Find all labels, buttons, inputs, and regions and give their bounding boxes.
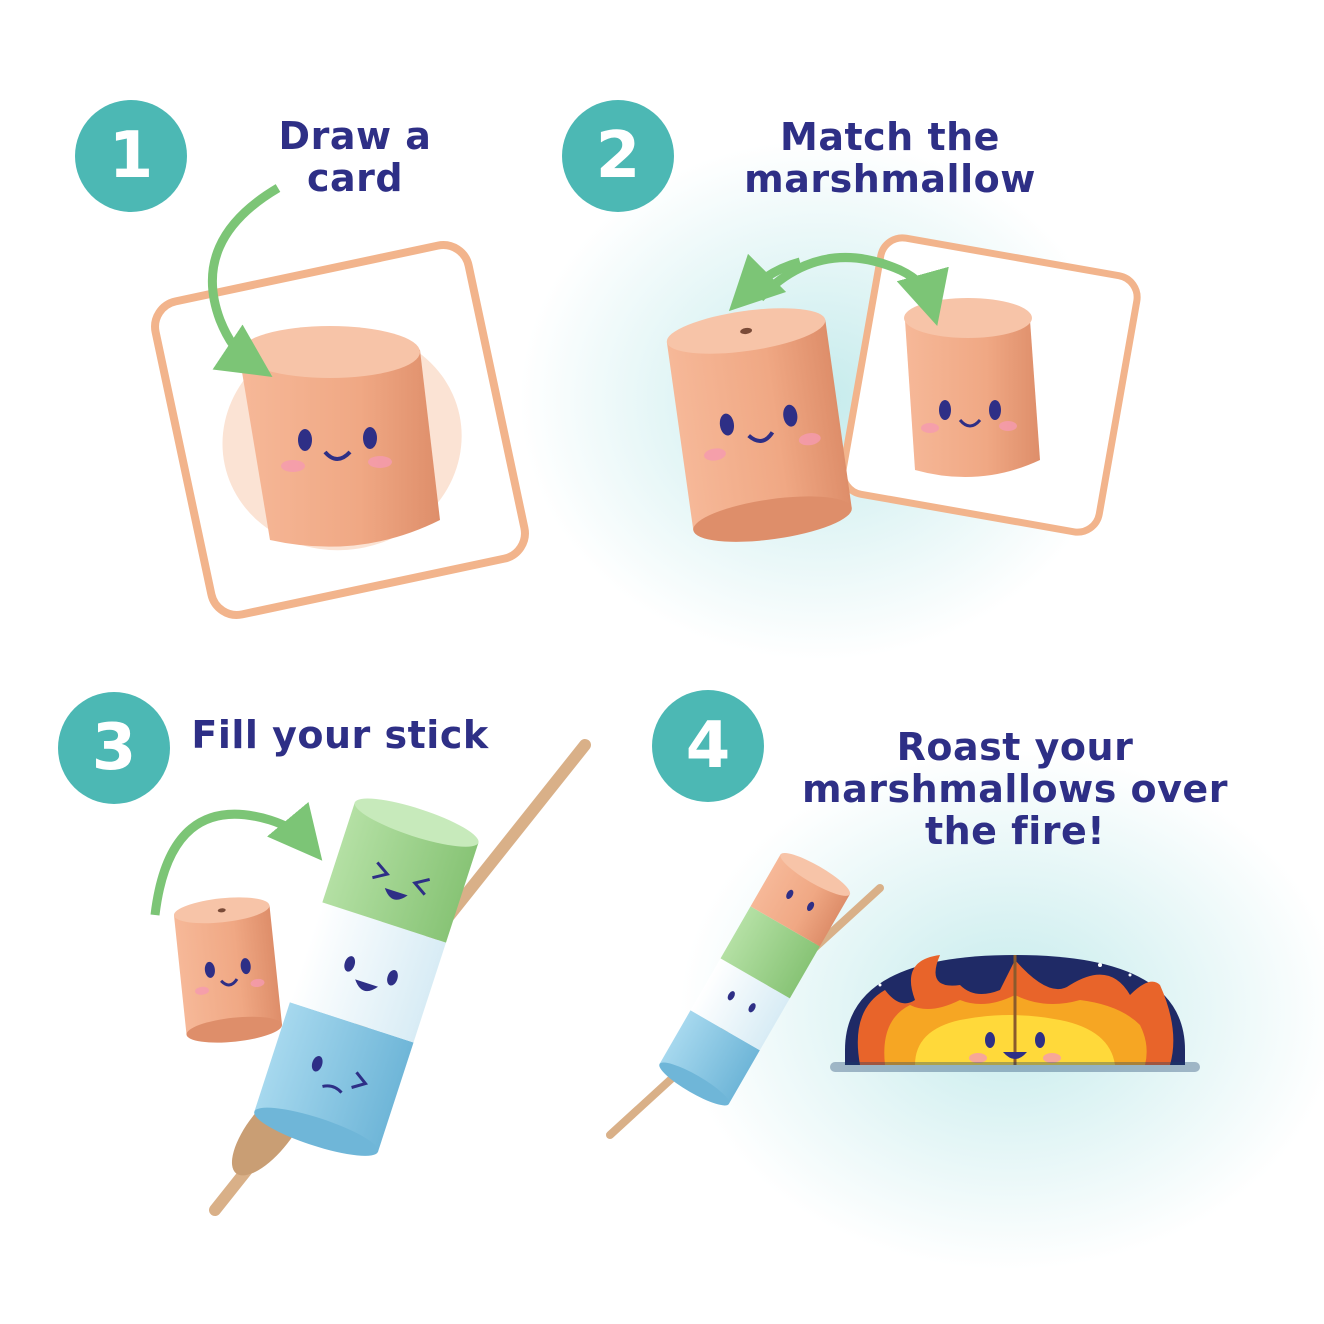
step-4-text: Roast your marshmallows over the fire! [800, 726, 1230, 852]
step-4-line-2: marshmallows over [802, 767, 1228, 811]
step-1-badge: 1 [75, 100, 187, 212]
step2-arrow-back [728, 253, 802, 312]
step-2-badge: 2 [562, 100, 674, 212]
step3-stick [209, 739, 591, 1216]
step-4-line-1: Roast your [896, 725, 1134, 769]
step-2-line-1: Match the [780, 115, 1000, 159]
step-3-text: Fill your stick [190, 714, 490, 756]
step1-marshmallow [240, 326, 440, 547]
step2-cylinder [666, 308, 852, 542]
step-1-text: Draw a card [225, 115, 485, 199]
step-4-line-3: the fire! [924, 809, 1106, 853]
step-1-line-1: Draw a card [278, 114, 432, 200]
step-1-number: 1 [108, 119, 154, 193]
step-3-badge: 3 [58, 692, 170, 804]
step-2-number: 2 [595, 119, 641, 193]
step-3-line-1: Fill your stick [191, 713, 489, 757]
step4-stick [606, 852, 884, 1139]
step-3-number: 3 [91, 711, 137, 785]
step2-card-marshmallow [904, 298, 1040, 478]
step2-arrow [756, 253, 949, 327]
step-2-text: Match the marshmallow [735, 116, 1045, 200]
campfire-illustration [830, 955, 1200, 1072]
step3-single-marshmallow [173, 897, 283, 1043]
step-4-badge: 4 [652, 690, 764, 802]
step-2-line-2: marshmallow [744, 157, 1036, 201]
step1-arrow [207, 184, 281, 377]
step3-arrow [150, 801, 323, 916]
step-4-number: 4 [685, 709, 731, 783]
